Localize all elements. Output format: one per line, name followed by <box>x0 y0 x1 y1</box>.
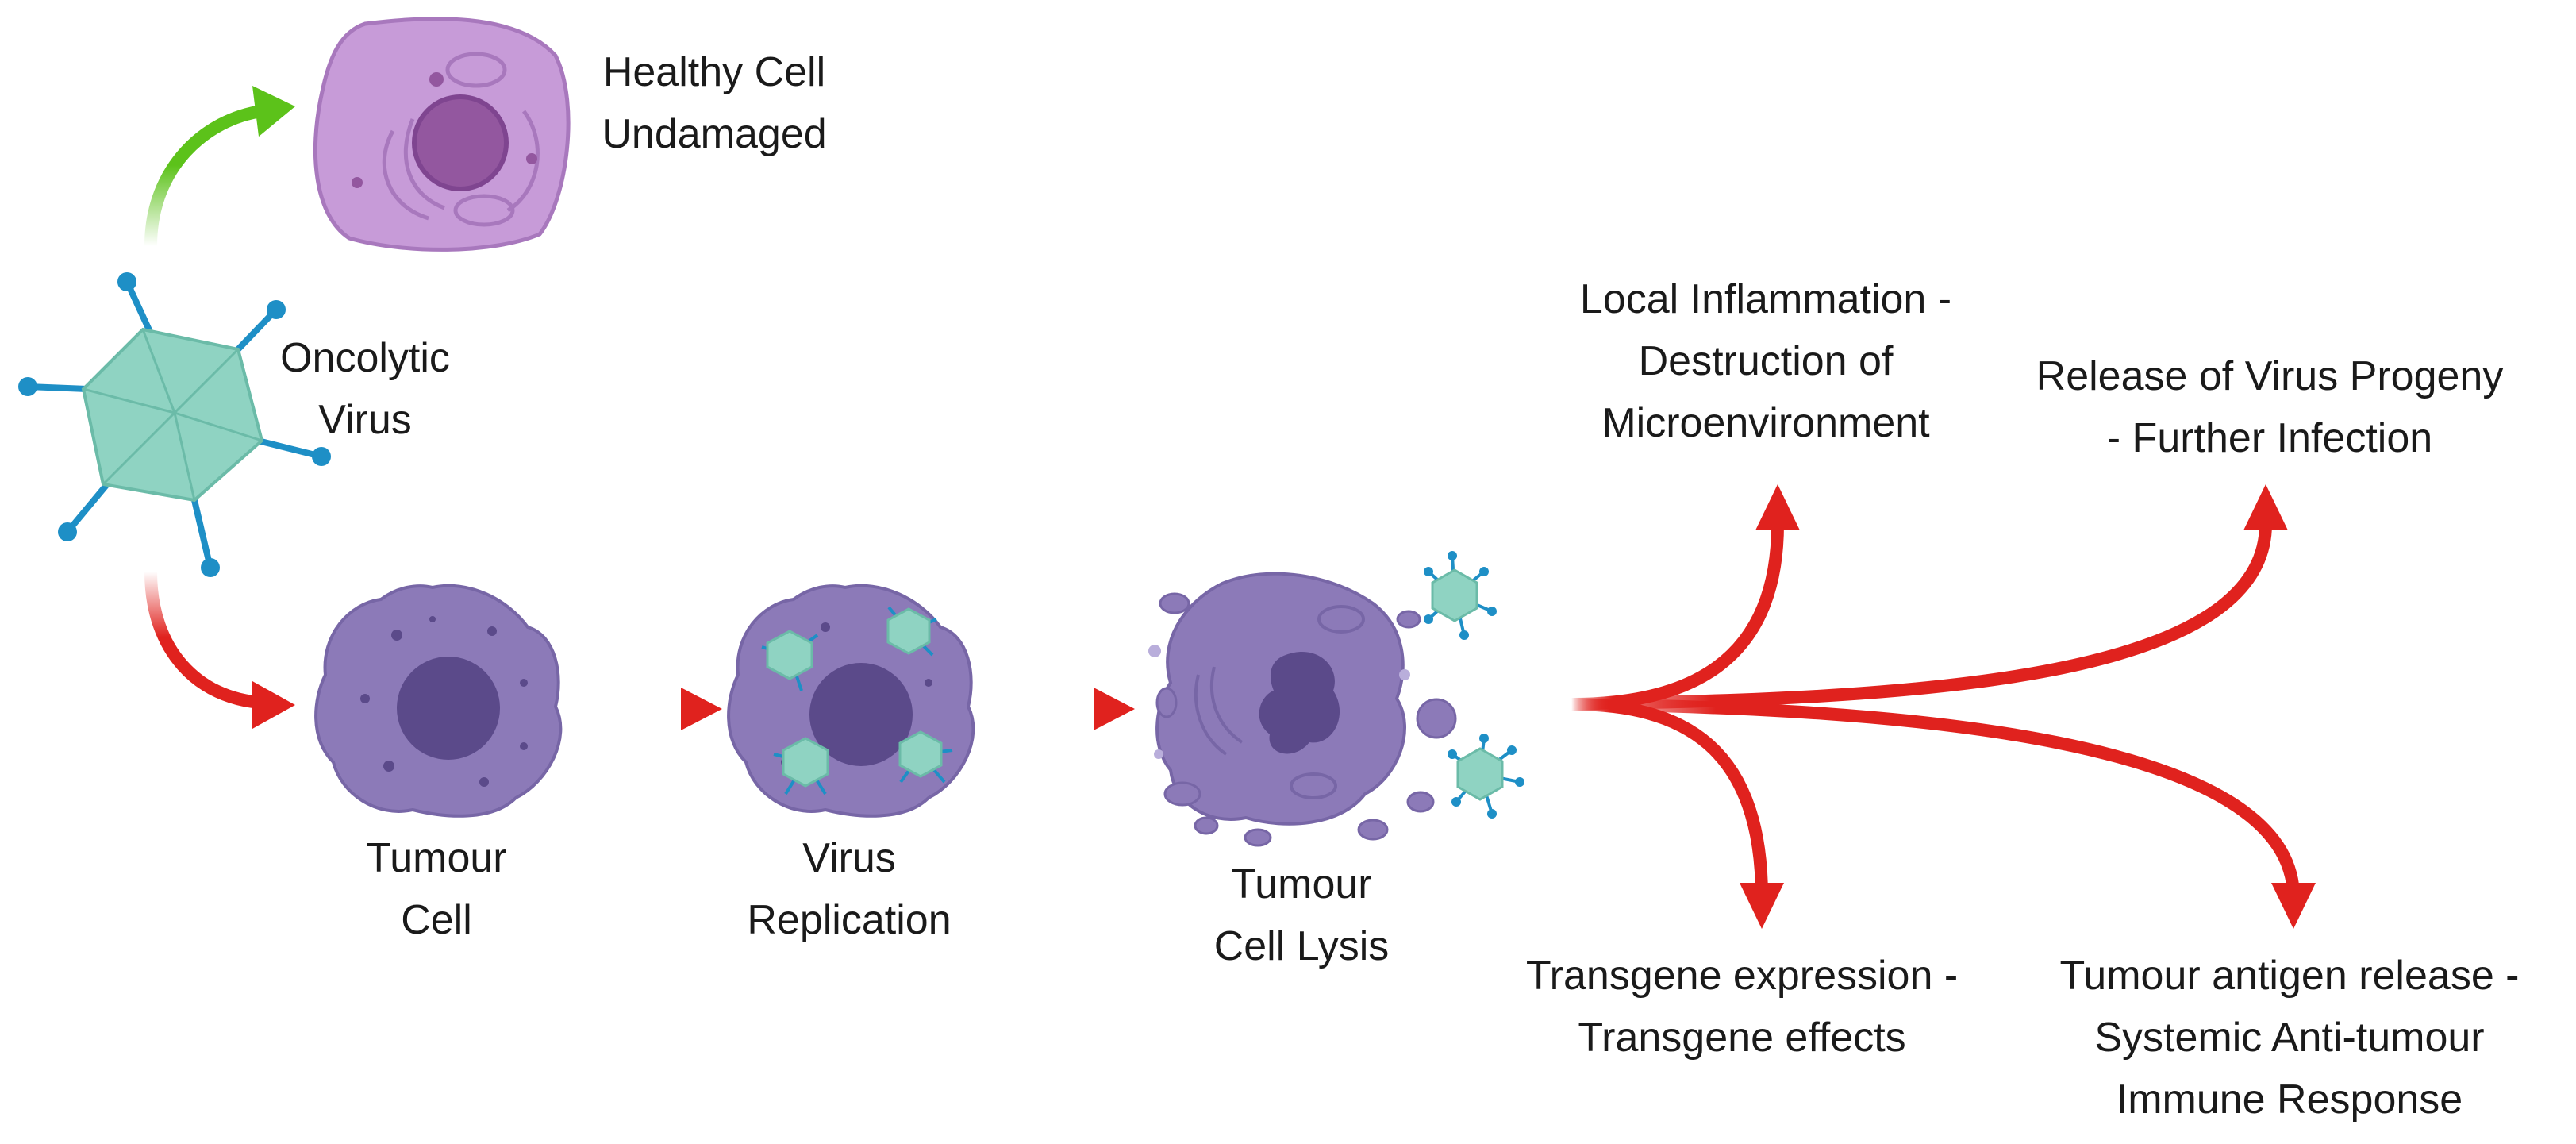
healthy-cell <box>313 17 571 252</box>
released-virus <box>1424 551 1497 640</box>
tumour-cell-lysis-label: Tumour Cell Lysis <box>1213 861 1390 969</box>
transgene-label: Transgene expression - Transgene effects <box>1525 953 1959 1061</box>
healthy-cell-label: Healthy Cell Undamaged <box>602 49 827 157</box>
oncolytic-virus-label: Oncolytic Virus <box>280 335 450 443</box>
tumour-cell-label: Tumour Cell <box>366 835 507 943</box>
arrow-virus-to-healthy <box>144 86 295 252</box>
local-inflammation-label: Local Inflammation - Destruction of Micr… <box>1579 276 1952 446</box>
oncolytic-virus <box>18 272 331 577</box>
virus-replication-label: Virus Replication <box>747 835 952 943</box>
virus-particle <box>761 630 819 691</box>
virus-particle <box>773 737 829 795</box>
tumour-cell <box>314 584 563 818</box>
virus-replication-cell <box>727 584 975 818</box>
arrow-replication-to-lysis <box>996 688 1135 730</box>
released-virus <box>1448 734 1524 819</box>
tumour-cell-lysis <box>1148 551 1524 847</box>
tumour-antigen-label: Tumour antigen release - Systemic Anti-t… <box>2059 953 2520 1123</box>
virus-progeny-label: Release of Virus Progeny - Further Infec… <box>2036 353 2504 461</box>
virus-particle <box>886 606 937 657</box>
arrow-tumour-to-replication <box>583 688 722 730</box>
arrow-fan-outcomes <box>1571 484 2316 929</box>
virus-particle <box>898 730 953 784</box>
arrow-virus-to-tumour <box>144 565 295 729</box>
